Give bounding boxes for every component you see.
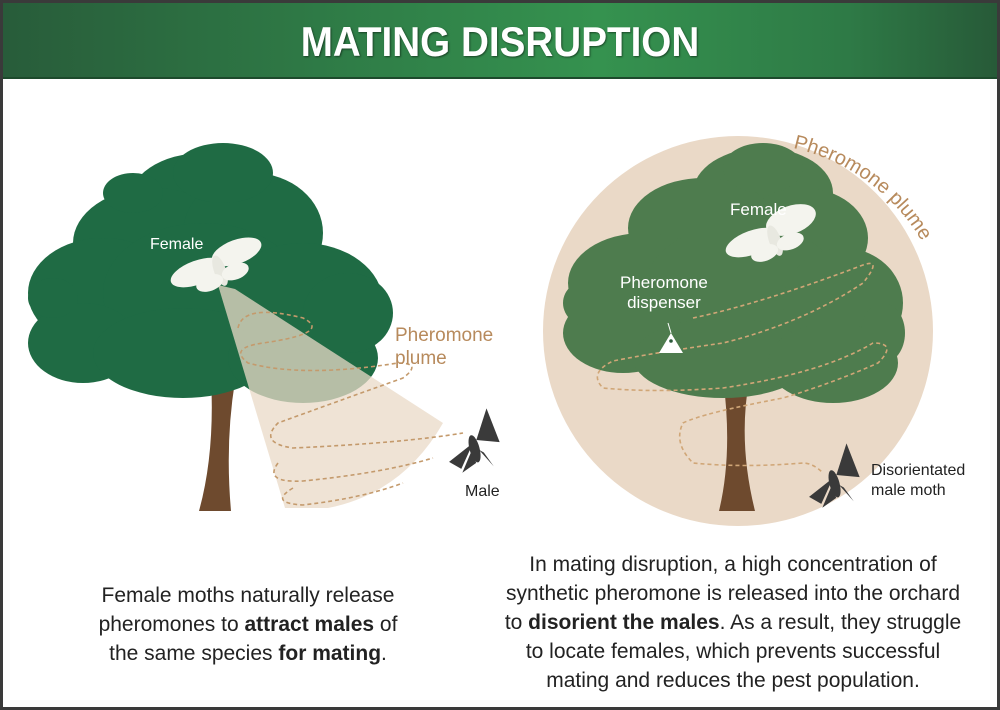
pheromone-dispenser-icon (659, 322, 683, 353)
infographic: MATING DISRUPTION (3, 3, 997, 707)
caption-text: to (504, 611, 529, 634)
page-title: MATING DISRUPTION (300, 18, 700, 65)
left-flight-path (237, 311, 464, 506)
caption-line: In mating disruption, a high concentrati… (529, 553, 937, 576)
caption-line: synthetic pheromone is released into the… (505, 582, 961, 605)
plume-label-line: Pheromone (395, 325, 494, 346)
female-moth-icon (170, 237, 262, 292)
caption-line: Female moths naturally release (101, 584, 395, 607)
male-label-line: male moth (871, 482, 946, 499)
illustration: Pheromone plume (28, 131, 936, 526)
caption-bold: attract males (244, 613, 375, 636)
right-flight-path (596, 262, 888, 474)
caption-text: pheromones to (98, 613, 245, 636)
plume-label-line: plume (395, 348, 447, 369)
title-banner: MATING DISRUPTION (3, 3, 997, 79)
male-label-line: Disorientated (871, 462, 966, 479)
left-caption: Female moths naturally release pheromone… (43, 581, 453, 668)
caption-line: to disorient the males. As a result, the… (483, 608, 983, 637)
caption-line: the same species for mating. (43, 639, 453, 668)
caption-line: mating and reduces the pest population. (546, 669, 920, 692)
plume-label-left: Pheromone plume (395, 324, 493, 370)
caption-bold: for mating (278, 642, 382, 665)
female-label-right: Female (730, 200, 787, 219)
caption-line: pheromones to attract males of (43, 610, 453, 639)
dispenser-label-line: dispenser (627, 293, 701, 312)
left-trunk (199, 378, 235, 511)
caption-text: of (374, 613, 398, 636)
dispenser-label: Pheromone dispenser (620, 273, 708, 313)
disoriented-male-label: Disorientated male moth (871, 461, 965, 501)
right-tree (563, 143, 905, 511)
female-moth-icon (725, 204, 816, 262)
right-caption: In mating disruption, a high concentrati… (483, 550, 983, 695)
left-tree (28, 143, 500, 511)
dispenser-label-line: Pheromone (620, 273, 708, 292)
male-moth-icon (449, 408, 500, 473)
female-label-left: Female (150, 236, 204, 253)
right-trunk (719, 378, 755, 511)
caption-bold: disorient the males (528, 611, 720, 634)
male-label: Male (465, 483, 500, 500)
caption-text: . As a result, they struggle (719, 611, 962, 634)
caption-text: the same species (109, 642, 279, 665)
caption-line: to locate females, which prevents succes… (525, 640, 941, 663)
caption-text: . (381, 642, 387, 665)
